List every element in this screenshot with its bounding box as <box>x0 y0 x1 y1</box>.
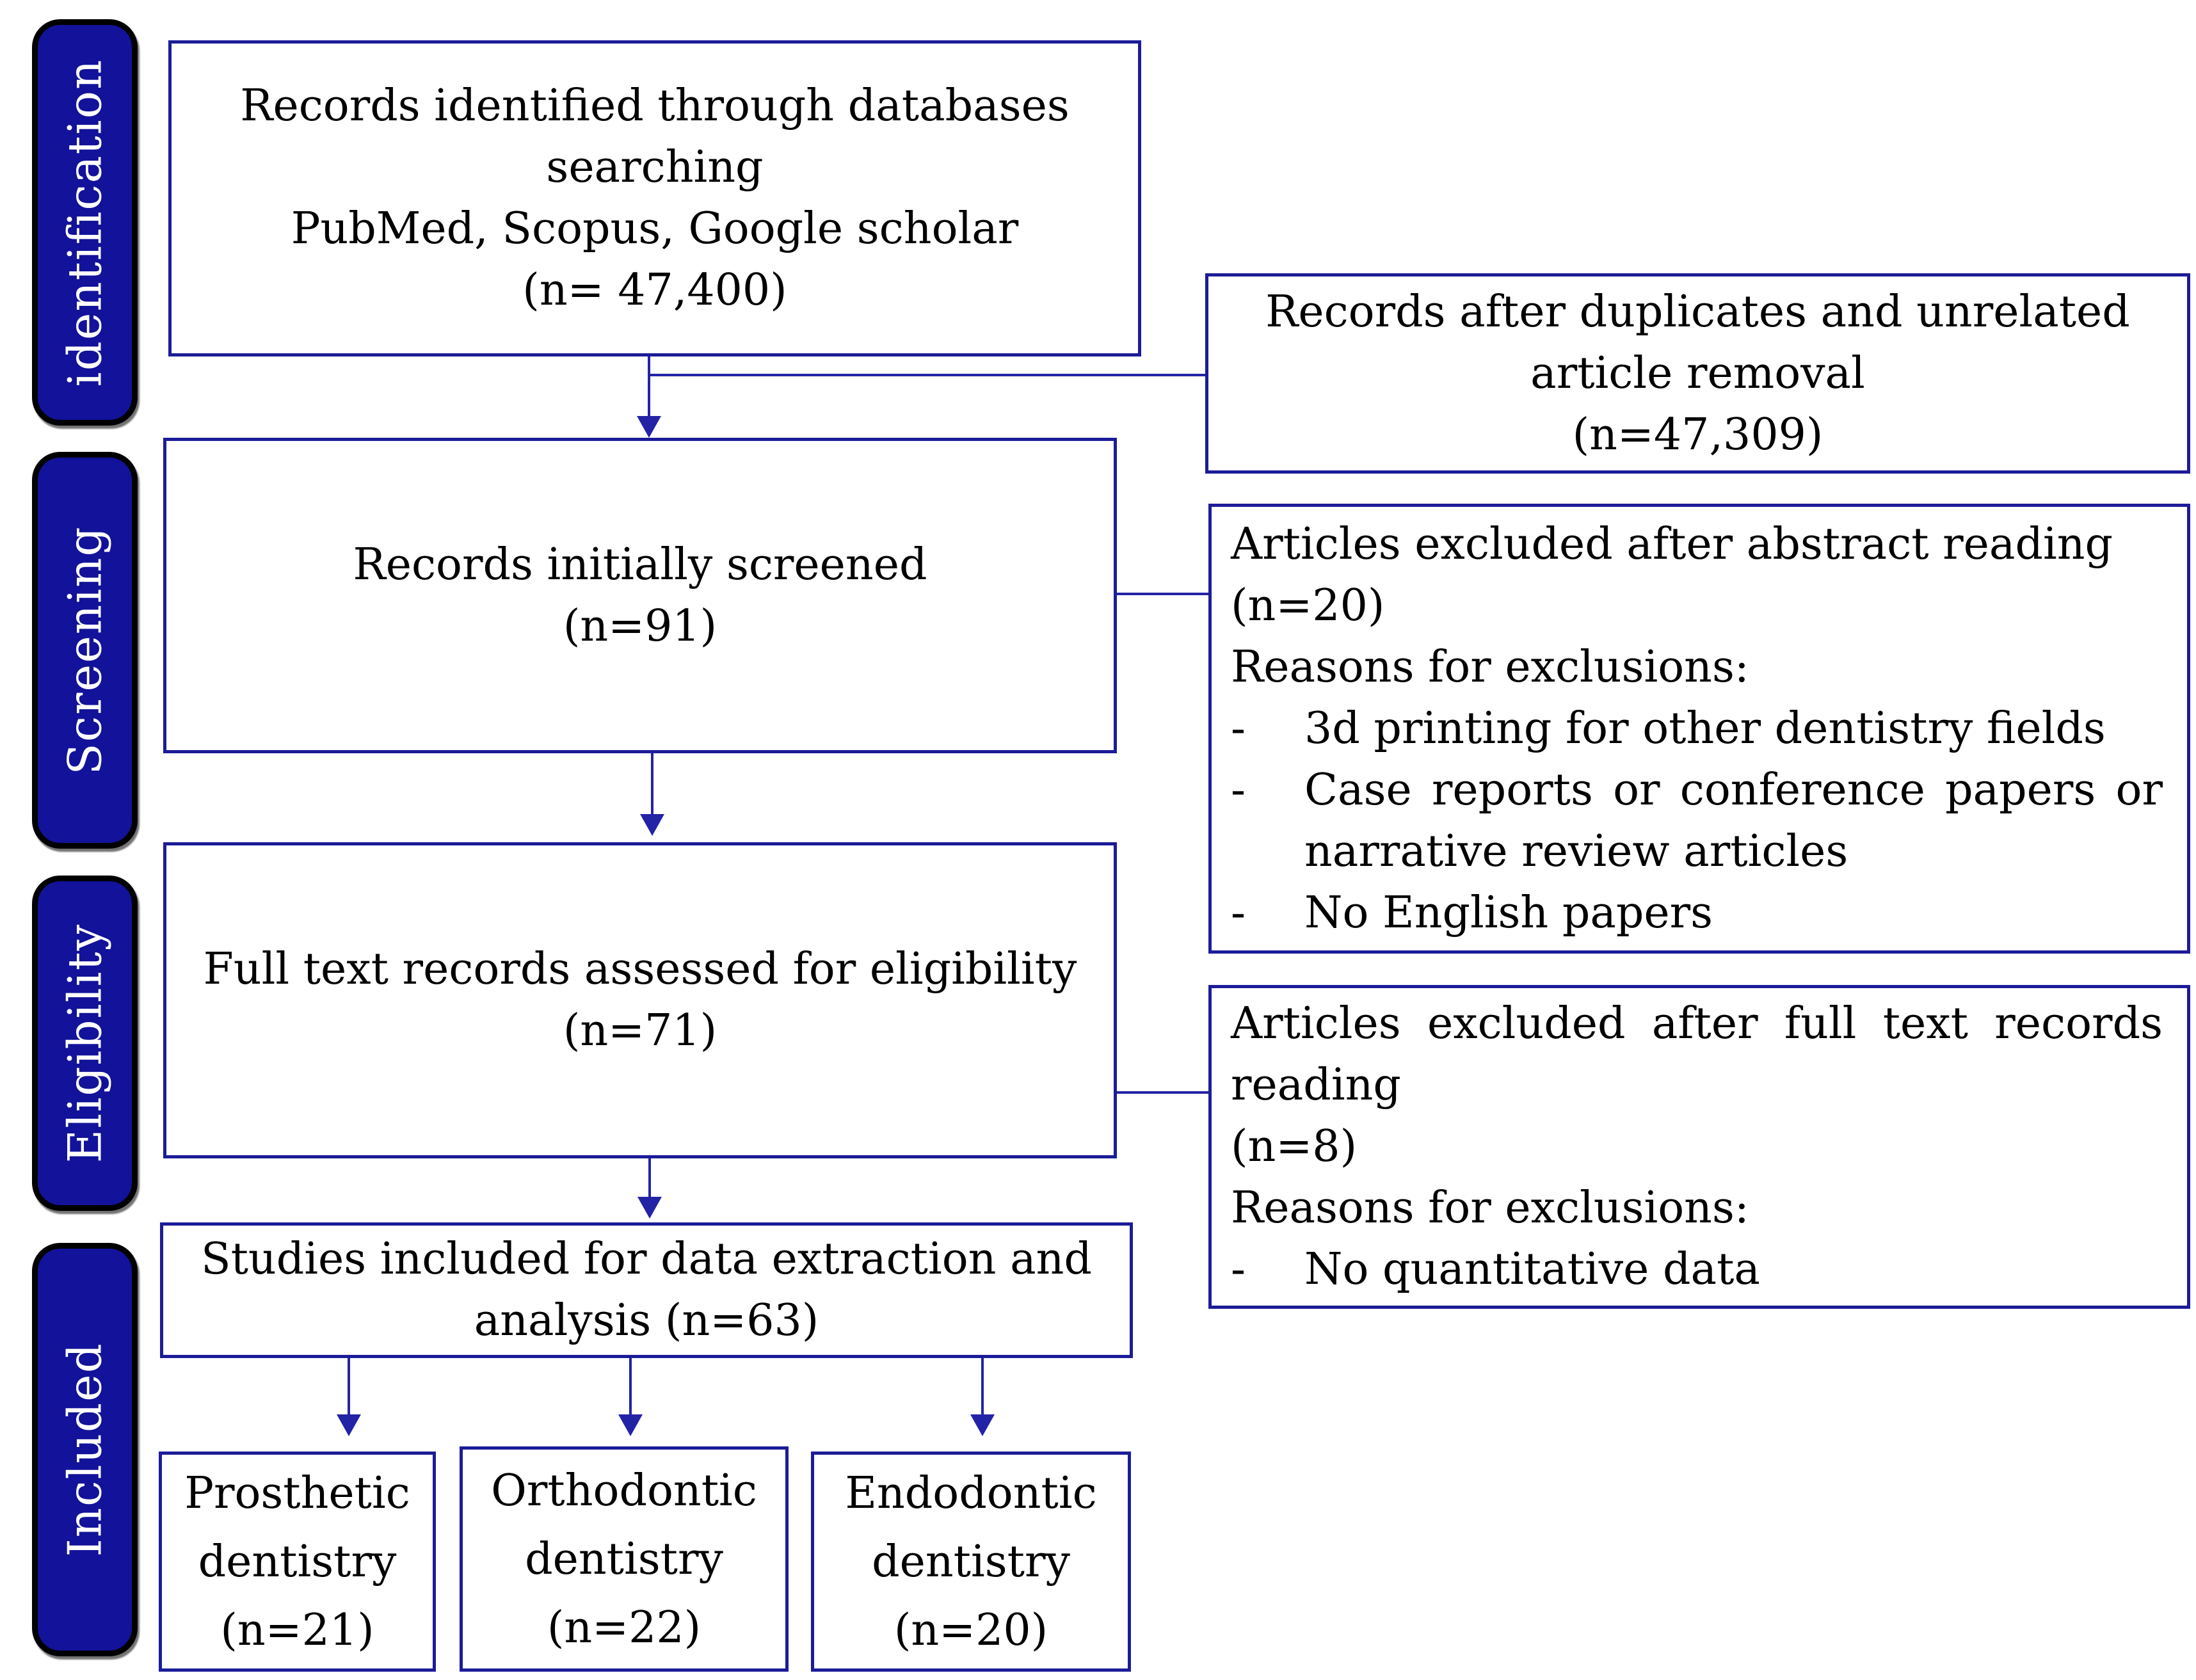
box-prosthetic-count: (n=21) <box>220 1604 374 1656</box>
box-after-duplicates-line1: Records after duplicates and unrelated <box>1265 286 2130 337</box>
box-excluded-abstract-bullet2-cont: narrative review articles <box>1304 826 1848 877</box>
box-records-identified: Records identified through databases sea… <box>168 40 1141 356</box>
bullet-dash: - <box>1231 887 1246 938</box>
arrow-down-included-to-prosthetic <box>337 1414 361 1436</box>
box-orthodontic-count: (n=22) <box>547 1602 701 1653</box>
box-records-screened-count: (n=91) <box>563 600 717 652</box>
connector-included-to-prosthetic-line <box>348 1358 350 1417</box>
box-excluded-abstract-bullet1: - 3d printing for other dentistry fields <box>1231 698 2163 760</box>
box-endodontic-count: (n=20) <box>894 1604 1048 1656</box>
box-excluded-abstract: Articles excluded after abstract reading… <box>1208 504 2190 954</box>
box-records-identified-line3: PubMed, Scopus, Google scholar <box>291 204 1019 254</box>
box-excluded-abstract-line1: Articles excluded after abstract reading <box>1231 518 2113 570</box>
bullet-dash: - <box>1231 703 1246 754</box>
stage-screening-label: Screening <box>58 525 112 775</box>
box-excluded-fulltext-reasons: Reasons for exclusions: <box>1231 1183 1749 1233</box>
connector-screened-to-fulltext-line <box>651 753 653 817</box>
box-orthodontic-line1: Orthodontic <box>491 1465 757 1516</box>
box-records-screened: Records initially screened (n=91) <box>163 438 1117 753</box>
box-records-identified-line2: searching <box>546 142 764 193</box>
stage-eligibility: Eligibility <box>32 876 138 1211</box>
box-full-text-assessed-count: (n=71) <box>563 1005 717 1056</box>
box-after-duplicates-count: (n=47,309) <box>1572 409 1823 460</box>
box-records-identified-line1: Records identified through databases <box>240 81 1070 131</box>
box-orthodontic: Orthodontic dentistry (n=22) <box>460 1446 789 1672</box>
box-prosthetic-line1: Prosthetic <box>184 1468 410 1519</box>
connector-screened-to-excluded-abstract <box>1117 593 1208 595</box>
stage-eligibility-label: Eligibility <box>58 923 112 1164</box>
bullet-dash: - <box>1231 1244 1246 1295</box>
box-excluded-abstract-bullet3: - No English papers <box>1231 883 2163 944</box>
connector-identified-to-screened-line <box>648 356 650 419</box>
box-full-text-assessed: Full text records assessed for eligibili… <box>163 842 1117 1158</box>
connector-identified-to-after-duplicates <box>648 374 1205 376</box>
box-endodontic-line1: Endodontic <box>845 1468 1097 1519</box>
stage-identification-label: identification <box>58 58 112 387</box>
box-studies-included-line1: Studies included for data extraction and <box>201 1234 1092 1284</box>
box-endodontic: Endodontic dentistry (n=20) <box>811 1452 1131 1672</box>
box-orthodontic-line2: dentistry <box>525 1533 723 1585</box>
box-studies-included-line2: analysis (n=63) <box>474 1295 819 1346</box>
box-excluded-abstract-count: (n=20) <box>1231 580 1385 631</box>
box-records-screened-line1: Records initially screened <box>353 539 927 590</box>
box-excluded-fulltext-line1: Articles excluded after full text record… <box>1231 998 2163 1049</box>
stage-included: Included <box>32 1243 138 1656</box>
box-endodontic-line2: dentistry <box>872 1536 1070 1587</box>
box-excluded-abstract-bullet2: - Case reports or conference papers or <box>1231 760 2163 821</box>
arrow-down-identified-to-screened <box>637 416 661 438</box>
arrow-down-included-to-orthodontic <box>618 1414 643 1436</box>
box-after-duplicates: Records after duplicates and unrelated a… <box>1205 273 2190 474</box>
stage-identification: identification <box>32 19 138 426</box>
connector-included-to-orthodontic-line <box>629 1358 632 1417</box>
stage-screening: Screening <box>32 452 138 849</box>
box-excluded-abstract-reasons: Reasons for exclusions: <box>1231 641 1749 692</box>
box-full-text-assessed-line1: Full text records assessed for eligibili… <box>203 944 1077 995</box>
connector-fulltext-to-included-line <box>648 1158 651 1199</box>
connector-fulltext-to-excluded-fulltext <box>1117 1091 1208 1094</box>
bullet-dash: - <box>1231 764 1246 815</box>
arrow-down-fulltext-to-included <box>637 1197 662 1219</box>
box-excluded-fulltext: Articles excluded after full text record… <box>1208 985 2190 1309</box>
stage-included-label: Included <box>58 1342 112 1557</box>
arrow-down-screened-to-fulltext <box>640 814 664 836</box>
box-excluded-fulltext-line2: reading <box>1231 1060 1401 1110</box>
arrow-down-included-to-endodontic <box>970 1414 995 1436</box>
box-studies-included: Studies included for data extraction and… <box>160 1222 1133 1358</box>
box-prosthetic-line2: dentistry <box>198 1536 397 1587</box>
connector-included-to-endodontic-line <box>981 1358 984 1417</box>
box-excluded-fulltext-bullet1: - No quantitative data <box>1231 1239 2163 1300</box>
box-prosthetic: Prosthetic dentistry (n=21) <box>159 1452 436 1672</box>
box-excluded-fulltext-count: (n=8) <box>1231 1121 1358 1172</box>
box-records-identified-count: (n= 47,400) <box>522 265 787 316</box>
box-after-duplicates-line2: article removal <box>1530 348 1865 399</box>
